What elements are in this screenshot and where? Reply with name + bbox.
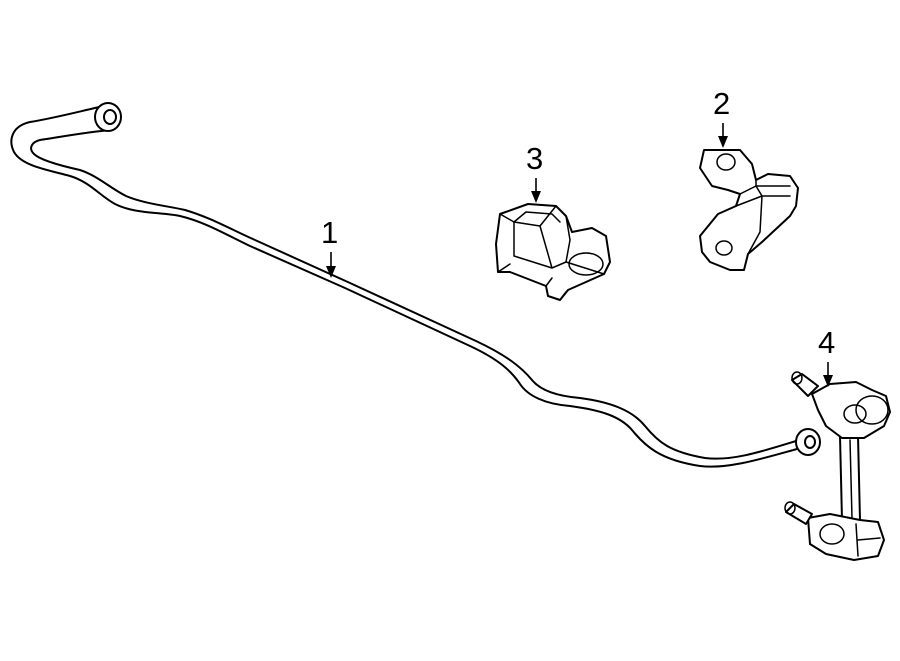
callout-4-arrowhead: [823, 375, 833, 387]
link-upper-joint: [811, 381, 891, 439]
link-lower-stud-tip: [784, 501, 796, 515]
bracket-fold: [735, 179, 791, 255]
bushing-body: [495, 203, 611, 301]
bar-end-left-hole: [103, 109, 117, 125]
stabilizer-bar[interactable]: [10, 102, 821, 468]
bushing-top-face: [499, 205, 561, 227]
callout-4-label: 4: [818, 325, 835, 360]
link-shaft-line: [849, 439, 853, 519]
bar-end-left: [94, 102, 122, 132]
bracket-body: [699, 149, 799, 271]
callout-3: 3: [526, 141, 543, 203]
stabilizer-link[interactable]: [784, 371, 891, 561]
stabilizer-bar-outline-lower: [30, 129, 807, 460]
callout-1: 1: [321, 215, 338, 278]
link-upper-socket-inner: [843, 404, 867, 424]
callout-1-label: 1: [321, 215, 338, 250]
bushing-base: [497, 263, 567, 301]
callout-2-label: 2: [713, 86, 730, 121]
callout-1-arrowhead: [326, 266, 336, 278]
callout-2: 2: [713, 86, 730, 148]
link-upper-stud-tip: [791, 371, 803, 385]
link-upper-stud: [791, 373, 819, 397]
link-lower-socket: [819, 523, 845, 545]
link-lower-joint: [807, 513, 885, 561]
bushing[interactable]: [495, 203, 611, 301]
callout-4: 4: [818, 325, 835, 387]
bar-end-right-hole: [804, 435, 816, 449]
bracket-hole-top: [716, 153, 736, 171]
bushing-bracket[interactable]: [699, 149, 799, 271]
callout-2-arrowhead: [718, 136, 728, 148]
bushing-bore: [568, 252, 604, 276]
stabilizer-bar-outline-upper: [10, 105, 809, 468]
bracket-hole-bottom: [715, 240, 733, 256]
link-upper-socket: [855, 395, 889, 425]
callout-3-arrowhead: [531, 191, 541, 203]
link-lower-edge: [855, 523, 881, 557]
link-lower-stud: [785, 503, 813, 525]
bar-end-right: [795, 428, 821, 456]
callout-3-label: 3: [526, 141, 543, 176]
